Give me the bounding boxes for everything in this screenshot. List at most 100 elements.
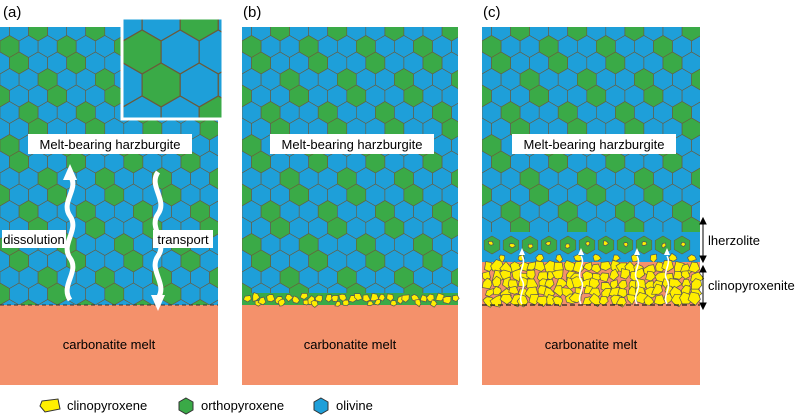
melt-path — [519, 255, 525, 305]
olivine-grain — [242, 106, 243, 119]
lower-label-b: carbonatite melt — [304, 337, 397, 352]
clinopyroxene-grain — [641, 241, 648, 246]
clinopyroxene-grain — [546, 293, 557, 306]
olivine-grain — [114, 299, 134, 305]
orthopyroxene-grain — [209, 266, 218, 289]
clinopyroxene-grain — [452, 294, 460, 303]
lherzolite-label: lherzolite — [708, 233, 760, 248]
clinopyroxene-grain — [617, 287, 628, 298]
harzburgite-label-box-b — [270, 134, 434, 154]
clinopyroxene-swatch — [39, 398, 61, 413]
clinopyroxene-grain — [582, 261, 593, 272]
orthopyroxene-grain — [190, 299, 210, 305]
upper-label-b: Melt-bearing harzburgite — [282, 137, 423, 152]
clinopyroxene-grain — [429, 299, 438, 308]
olivine-grain — [701, 118, 720, 140]
clinopyroxene-grain — [484, 261, 495, 272]
olivine-grain — [209, 299, 218, 305]
orthopyroxene-grain — [451, 168, 458, 189]
orthopyroxene-grain — [242, 271, 243, 284]
olivine-grain — [482, 106, 483, 119]
olivine-grain — [242, 27, 252, 42]
clinopyroxene-grain — [590, 263, 602, 274]
legend-label-orthopyroxene: orthopyroxene — [201, 398, 284, 413]
olivine-grain — [461, 19, 480, 41]
legend-item-orthopyroxene: orthopyroxene — [178, 397, 284, 415]
olivine-grain — [482, 139, 483, 152]
clinopyroxene-grain — [668, 252, 678, 262]
clinopyroxene-grain — [252, 292, 261, 302]
olivine-grain — [461, 151, 480, 173]
clinopyroxene-grain — [487, 240, 494, 246]
melt-path — [578, 255, 584, 305]
olivine-grain — [482, 205, 483, 218]
orthopyroxene-grain — [482, 73, 483, 86]
legend-item-olivine: olivine — [313, 397, 373, 415]
panel-letter-a: (a) — [3, 4, 21, 21]
clinopyroxene-grain — [342, 299, 350, 307]
clinopyroxene-grain — [688, 261, 701, 273]
clinopyroxene-grain — [291, 295, 301, 304]
orthopyroxene-grain — [219, 184, 238, 206]
olivine-grain — [451, 234, 458, 255]
orthopyroxene-grain — [209, 167, 218, 190]
orthopyroxene-grain — [219, 283, 238, 305]
olivine-grain — [461, 250, 480, 272]
clinopyroxene-grain — [314, 294, 323, 303]
clinopyroxene-grain — [419, 294, 428, 303]
orthopyroxene-grain — [461, 85, 480, 107]
melt-path-arrowhead — [634, 248, 640, 255]
melt-path-arrowhead — [519, 248, 525, 255]
harzburgite-label-box-a — [28, 134, 192, 154]
olivine-grain — [219, 118, 238, 140]
clinopyroxene-grain — [681, 270, 691, 280]
olivine-grain — [171, 299, 191, 305]
orthopyroxene-grain — [242, 172, 243, 185]
olivine-grain — [219, 151, 238, 173]
clinopyroxene-grain — [687, 291, 701, 306]
clinopyroxene-grain — [687, 254, 697, 262]
clinopyroxene-grain — [612, 254, 621, 262]
transport-label-box — [153, 230, 213, 248]
olivine-grain — [461, 118, 480, 140]
olivine-grain — [451, 102, 458, 123]
panel-a: Melt-bearing harzburgite dissolution tra… — [0, 4, 238, 385]
olivine-grain — [217, 71, 222, 99]
clinopyroxene-grain — [655, 261, 665, 273]
melt-paths-c — [519, 248, 670, 305]
clinopyroxene-grain — [623, 242, 629, 248]
olivine-grain — [482, 40, 483, 53]
clinopyroxene-grain — [489, 294, 502, 308]
olivine-grain — [95, 299, 115, 305]
dissolution-label-box — [2, 230, 66, 248]
olivine-grain — [451, 201, 458, 222]
olivine-grain — [219, 217, 238, 239]
clinopyroxene-grain — [242, 295, 252, 303]
olivine-grain — [691, 200, 700, 223]
olivine-grain — [701, 151, 720, 173]
panel-letter-c: (c) — [483, 4, 501, 21]
legend-label-clinopyroxene: clinopyroxene — [67, 398, 147, 413]
melt-path-arrowhead — [578, 248, 584, 255]
orthopyroxene-grain — [691, 167, 700, 190]
harzburgite-grains-b — [242, 19, 480, 305]
legend: clinopyroxene orthopyroxene olivine — [39, 397, 373, 415]
clinopyroxene-grain — [492, 285, 502, 296]
melt-path-arrowhead — [664, 248, 670, 255]
dissolution-arrow — [63, 164, 77, 302]
olivine-grain — [199, 282, 218, 305]
orthopyroxene-grain — [691, 68, 700, 91]
harzburgite-label-box-c — [512, 134, 676, 154]
clinopyroxene-grain — [672, 270, 684, 280]
clinopyroxene-grain — [602, 240, 610, 247]
orthopyroxene-grain — [451, 69, 458, 90]
olivine-grain — [242, 238, 243, 251]
clinopyroxene-grain — [310, 300, 319, 308]
clinopyroxene-grain — [266, 294, 276, 303]
legend-item-clinopyroxene: clinopyroxene — [39, 398, 147, 413]
orthopyroxene-grain — [482, 271, 483, 284]
clinopyroxene-grain — [680, 241, 687, 248]
clinopyroxene-grain — [620, 268, 630, 280]
olivine-grain — [451, 36, 458, 57]
melt-region-c — [482, 305, 700, 385]
